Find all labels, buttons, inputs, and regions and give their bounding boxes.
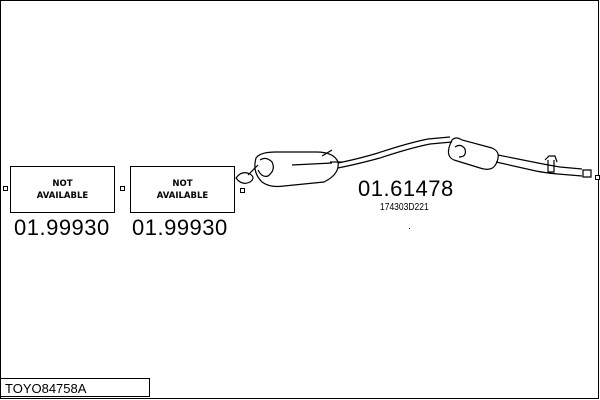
- connector-marker: [240, 188, 245, 193]
- part-box-1[interactable]: NOT AVAILABLE: [10, 166, 115, 213]
- center-muffler: [447, 137, 499, 170]
- part-box-line1: NOT: [52, 178, 73, 189]
- part-box-2[interactable]: NOT AVAILABLE: [130, 166, 235, 213]
- part-number-1[interactable]: 01.99930: [14, 215, 110, 240]
- part-number-2[interactable]: 01.99930: [132, 215, 228, 240]
- rear-muffler: [254, 151, 339, 188]
- exhaust-lines: [235, 136, 592, 188]
- part-box-line1: NOT: [172, 178, 193, 189]
- part-box-line2: AVAILABLE: [36, 190, 89, 201]
- oem-number: 174303D221: [380, 202, 429, 213]
- connector-marker: [3, 186, 8, 191]
- flange: [235, 172, 254, 184]
- connector-marker: [120, 186, 125, 191]
- part-box-line2: AVAILABLE: [156, 190, 209, 201]
- reference-label: TOYO84758A: [0, 378, 150, 397]
- tailpipe: [582, 169, 592, 178]
- main-part-number[interactable]: 01.61478: [358, 176, 454, 201]
